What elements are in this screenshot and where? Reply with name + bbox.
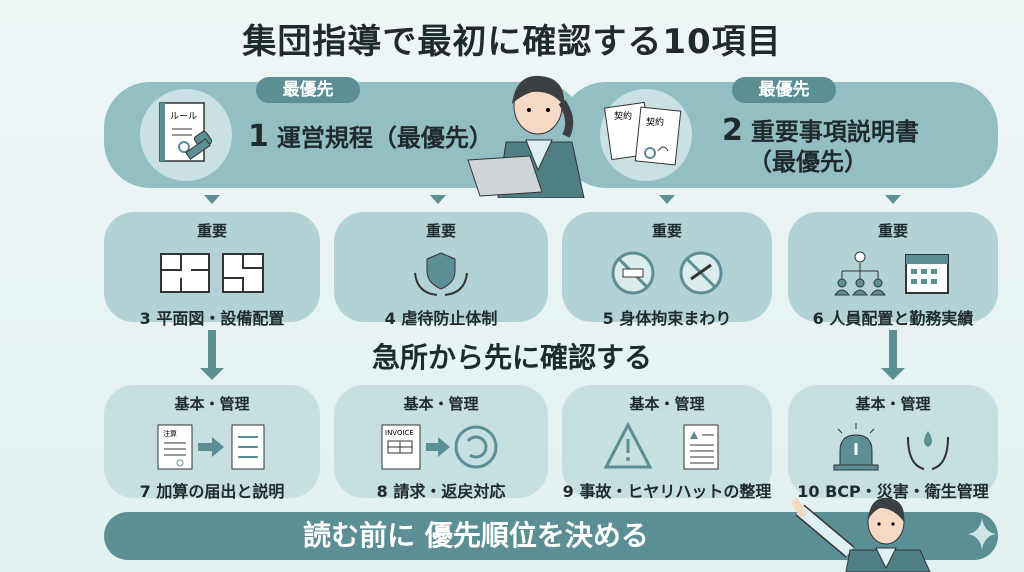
svg-text:INVOICE: INVOICE [385, 429, 414, 437]
down-arrow [200, 368, 224, 380]
contract-documents-icon: 契約契約 [600, 89, 692, 181]
item-label: 3 平面図・設備配置 [139, 309, 285, 328]
item-label: 10 BCP・災害・衛生管理 [797, 482, 989, 501]
svg-text:契約: 契約 [646, 116, 664, 128]
warning-report-icon [562, 420, 772, 472]
category-tag: 基本・管理 [629, 395, 705, 413]
down-arrow [881, 368, 905, 380]
importance-tag: 重要 [196, 222, 227, 240]
down-arrow [204, 195, 220, 204]
important-card-5: 重要 5 身体拘束まわり [562, 212, 772, 328]
down-arrow [659, 195, 675, 204]
down-arrow [430, 195, 446, 204]
basic-card-9: 基本・管理 9 事故・ヒヤリハットの整理 [562, 385, 772, 501]
item-label: 9 事故・ヒヤリハットの整理 [562, 482, 772, 501]
alarm-hygiene-icon [788, 420, 998, 472]
basic-card-7: 基本・管理 注算 7 加算の届出と説明 [104, 385, 320, 501]
importance-tag: 重要 [425, 222, 456, 240]
item-label: 7 加算の届出と説明 [139, 482, 285, 501]
staff-pointing-illustration [790, 497, 931, 572]
category-tag: 基本・管理 [174, 395, 250, 413]
item-label: 5 身体拘束まわり [602, 309, 732, 328]
importance-tag: 重要 [877, 222, 908, 240]
rulebook-stamp-icon: ルール [140, 89, 232, 181]
category-tag: 基本・管理 [403, 395, 479, 413]
item-label: 6 人員配置と勤務実績 [812, 309, 974, 328]
org-calendar-icon [788, 247, 998, 299]
invoice-return-icon: INVOICE [334, 420, 548, 472]
important-card-3: 重要 3 平面図・設備配置 [104, 212, 320, 328]
svg-text:注算: 注算 [163, 429, 177, 438]
down-arrow-shaft [889, 330, 897, 370]
importance-tag: 重要 [651, 222, 682, 240]
document-exchange-icon: 注算 [104, 420, 320, 472]
category-tag: 基本・管理 [855, 395, 931, 413]
no-restraint-icon [562, 247, 772, 299]
basic-card-8: 基本・管理 INVOICE 8 請求・返戻対応 [334, 385, 548, 501]
svg-text:ルール: ルール [170, 112, 197, 122]
item-label: 8 請求・返戻対応 [376, 482, 506, 501]
important-card-4: 重要 4 虐待防止体制 [334, 212, 548, 328]
priority-badge: 最優先 [256, 77, 360, 103]
shield-hands-icon [334, 247, 548, 299]
summary-banner: 読む前に 優先順位を決める [104, 512, 998, 560]
down-arrow [885, 195, 901, 204]
page-title: 集団指導で最初に確認する10項目 [242, 22, 782, 62]
basic-card-10: 基本・管理 10 BCP・災害・衛生管理 [788, 385, 998, 501]
floor-plan-icon [104, 247, 320, 299]
down-arrow-shaft [208, 330, 216, 370]
sparkle-icon [968, 518, 996, 550]
priority-badge: 最優先 [732, 77, 836, 103]
item-label: 4 虐待防止体制 [384, 309, 498, 328]
section-heading: 急所から先に確認する [371, 341, 652, 374]
svg-text:契約: 契約 [614, 110, 632, 122]
important-card-6: 重要 6 人員配置と勤務実績 [788, 212, 998, 328]
staff-laptop-illustration [467, 75, 585, 198]
